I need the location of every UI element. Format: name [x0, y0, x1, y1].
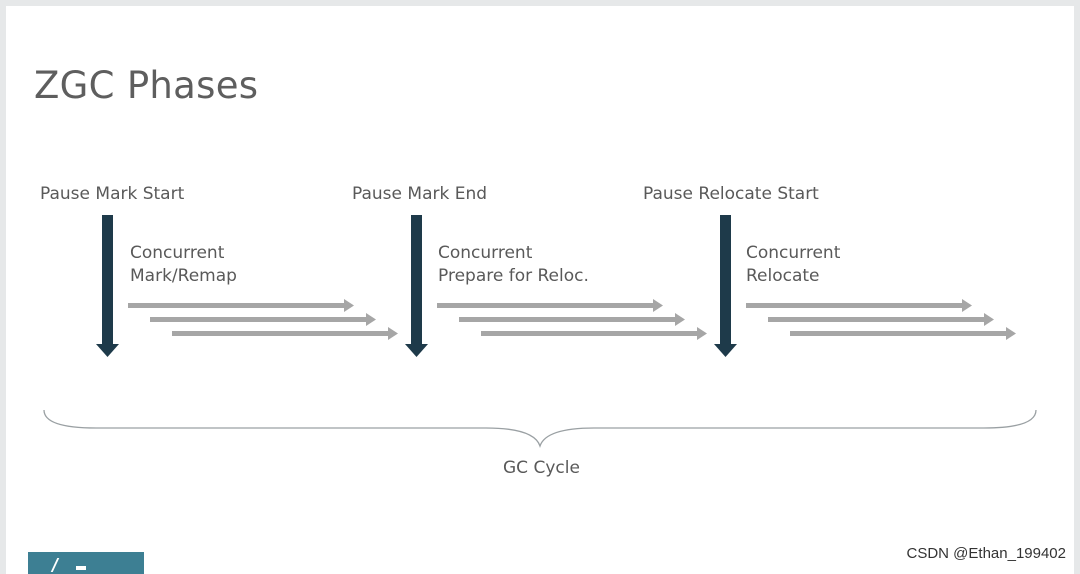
concurrent-label-3-line1: Concurrent: [746, 243, 841, 263]
concurrent-label-3: Concurrent Relocate: [746, 242, 840, 288]
slide-title: ZGC Phases: [34, 64, 259, 107]
pause-label-3: Pause Relocate Start: [643, 184, 819, 204]
concurrent-label-3-line2: Relocate: [746, 266, 820, 286]
pause-arrow-3: [714, 215, 737, 357]
concurrent-arrows-1: [128, 299, 398, 340]
concurrent-label-2-line1: Concurrent: [438, 243, 533, 263]
logo-mark-icon: [50, 558, 66, 572]
concurrent-label-1-line2: Mark/Remap: [130, 266, 237, 286]
concurrent-label-2: Concurrent Prepare for Reloc.: [438, 242, 589, 288]
concurrent-label-2-line2: Prepare for Reloc.: [438, 266, 589, 286]
logo-icon: [28, 552, 144, 574]
concurrent-label-1: Concurrent Mark/Remap: [130, 242, 237, 288]
gc-cycle-brace: [43, 409, 1037, 449]
pause-arrow-2: [405, 215, 428, 357]
concurrent-label-1-line1: Concurrent: [130, 243, 225, 263]
pause-label-2: Pause Mark End: [352, 184, 488, 204]
phase-diagram: [43, 215, 1037, 449]
watermark: CSDN @Ethan_199402: [906, 545, 1067, 562]
concurrent-arrows-3: [746, 299, 1016, 340]
pause-label-1: Pause Mark Start: [40, 184, 185, 204]
concurrent-arrows-2: [437, 299, 707, 340]
pause-arrow-1: [96, 215, 119, 357]
gc-cycle-label: GC Cycle: [503, 458, 580, 478]
slide: ZGC Phases: [6, 6, 1074, 574]
logo-dot-icon: [76, 566, 86, 570]
